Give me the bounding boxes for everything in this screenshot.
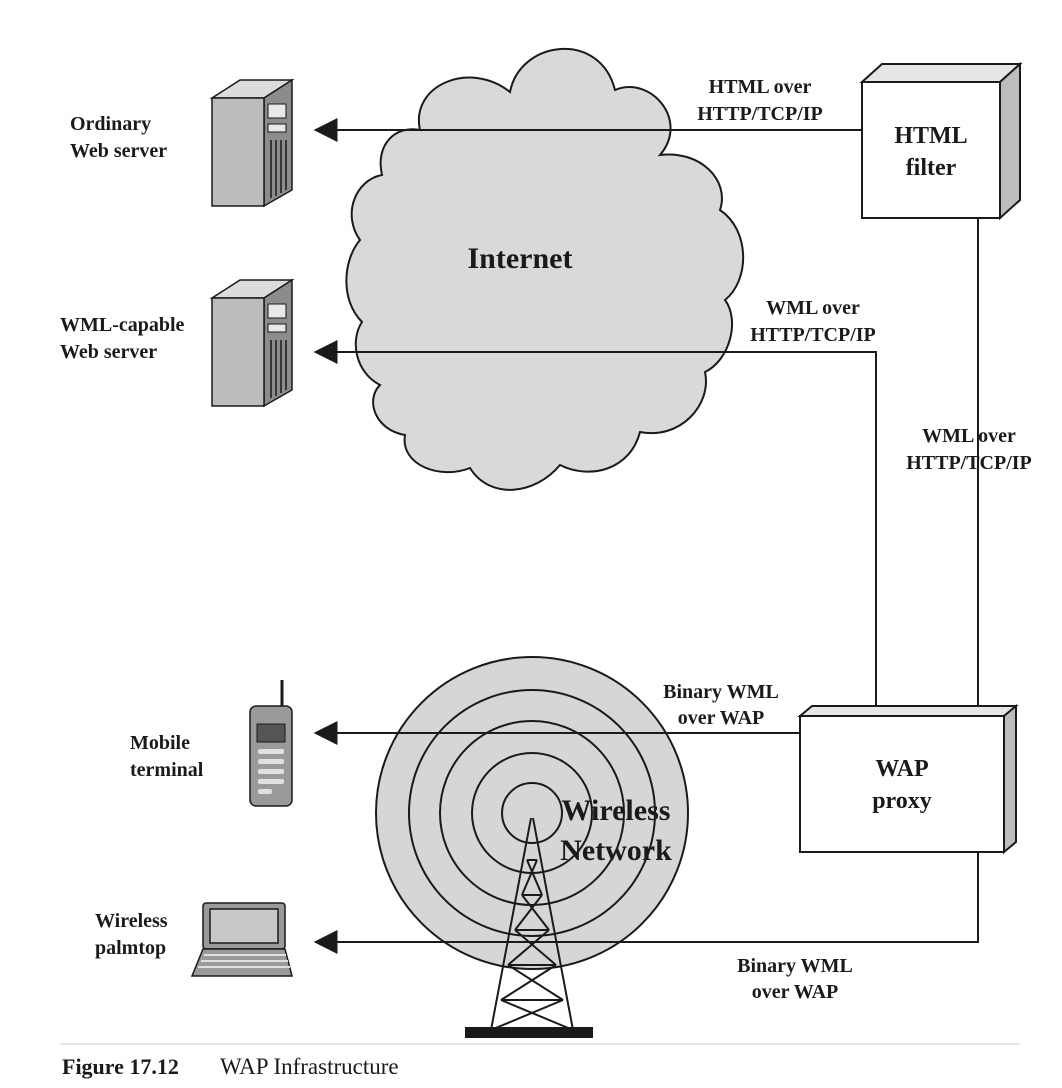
internet-cloud: Internet <box>345 48 745 491</box>
edge-label-proxy-mobile-1: Binary WML <box>663 681 779 703</box>
html-filter-label-line1: HTML <box>894 123 967 149</box>
wireless-network-rings <box>375 656 689 970</box>
edge-label-proxy-filter-1: WML over <box>922 425 1016 447</box>
caption-title: WAP Infrastructure <box>220 1054 399 1079</box>
internet-label: Internet <box>468 242 573 275</box>
ordinary-web-server-label-line2: Web server <box>70 140 167 162</box>
wireless-palmtop-label-line1: Wireless <box>95 910 168 932</box>
server-icon <box>209 78 295 208</box>
edge-label-proxy-wml-server-1: WML over <box>766 297 860 319</box>
wireless-network-label-line2: Network <box>560 834 672 867</box>
edge-label-proxy-palmtop-1: Binary WML <box>737 955 853 977</box>
edge-label-proxy-palmtop-2: over WAP <box>752 981 838 1003</box>
wap-proxy-label-line1: WAP <box>875 756 928 782</box>
edge-label-proxy-wml-server-2: HTTP/TCP/IP <box>750 324 876 346</box>
ordinary-web-server-label-line1: Ordinary <box>70 113 151 135</box>
edge-label-filter-ordinary-1: HTML over <box>709 76 812 98</box>
html-filter-label-line2: filter <box>906 155 957 181</box>
wireless-palmtop-label-line2: palmtop <box>95 937 166 959</box>
server-icon <box>209 278 295 408</box>
wap-proxy-box <box>797 703 1019 855</box>
edge-label-filter-ordinary-2: HTTP/TCP/IP <box>697 103 823 125</box>
wml-capable-web-server-label-line2: Web server <box>60 341 157 363</box>
mobile-terminal-label-line1: Mobile <box>130 732 190 754</box>
connectors <box>313 118 979 954</box>
wap-proxy-label-line2: proxy <box>872 788 932 814</box>
mobile-phone-icon <box>249 680 293 807</box>
proxy-to-palmtop-arrow <box>313 852 979 954</box>
proxy-to-wml-server-arrow <box>313 340 877 706</box>
wireless-network-label-line1: Wireless <box>562 794 671 827</box>
wml-capable-web-server-label-line1: WML-capable <box>60 314 185 336</box>
mobile-terminal-label-line2: terminal <box>130 759 204 781</box>
radio-tower-icon <box>465 817 593 1038</box>
edge-label-proxy-mobile-2: over WAP <box>678 707 764 729</box>
palmtop-icon <box>190 902 293 977</box>
html-filter-box <box>859 61 1023 221</box>
edge-label-proxy-filter-2: HTTP/TCP/IP <box>906 452 1032 474</box>
caption-number: Figure 17.12 <box>62 1054 179 1079</box>
